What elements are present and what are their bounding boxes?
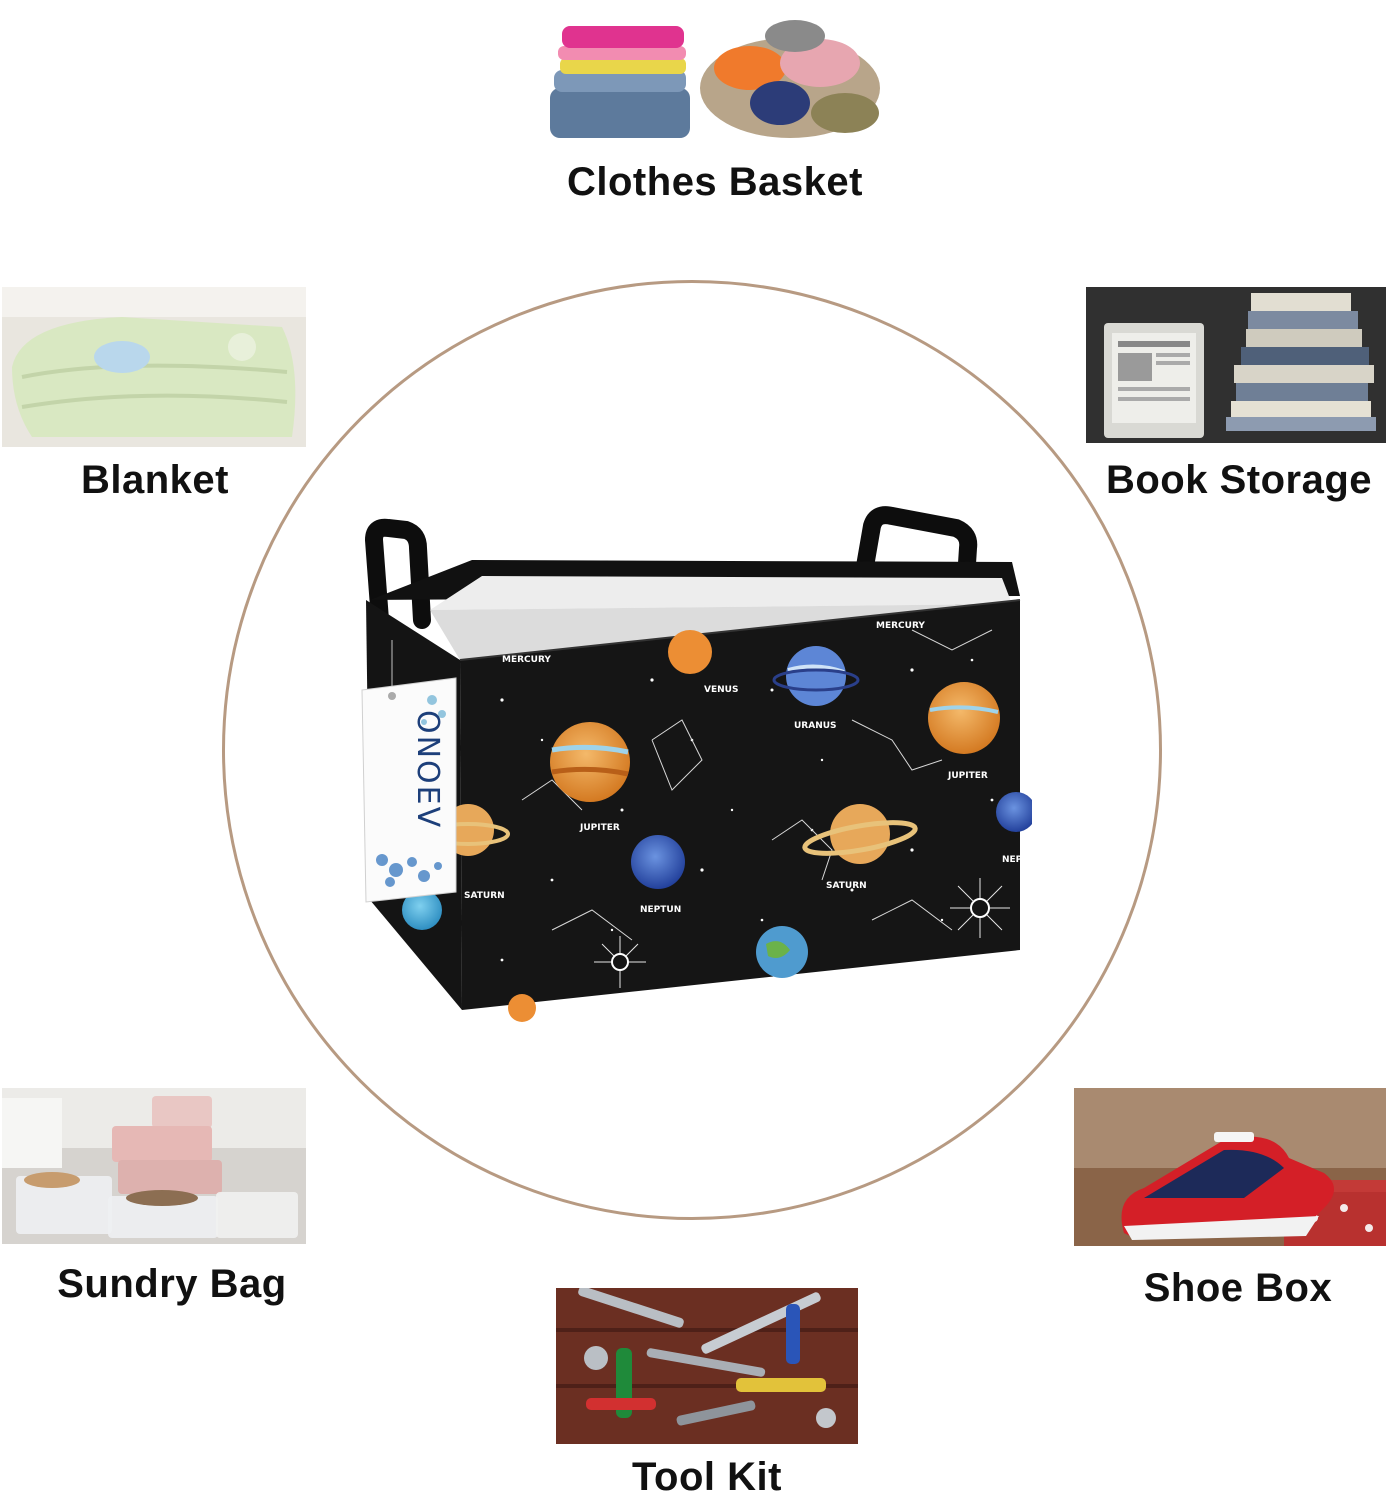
planet-label: URANUS bbox=[794, 721, 837, 731]
planet-label: VENUS bbox=[704, 685, 738, 695]
blanket-label: Blanket bbox=[81, 458, 229, 502]
clothes-basket-photo bbox=[540, 8, 888, 144]
planet-label: MERCURY bbox=[876, 621, 925, 631]
brand-tag-text: ONOEV bbox=[410, 710, 445, 829]
clothes-basket-label: Clothes Basket bbox=[567, 160, 863, 204]
planet-label: JUPITER bbox=[947, 771, 988, 781]
tool-kit-photo bbox=[556, 1288, 858, 1444]
shoe-box-photo bbox=[1074, 1088, 1386, 1246]
planet-label: SATURN bbox=[826, 881, 867, 891]
tool-kit-label: Tool Kit bbox=[632, 1455, 782, 1499]
planet-label: JUPITER bbox=[579, 823, 620, 833]
planet-label: NEPTUN bbox=[640, 905, 681, 915]
book-storage-photo bbox=[1086, 287, 1386, 443]
planet-label: NEPT bbox=[1002, 855, 1029, 865]
sundry-bag-photo bbox=[2, 1088, 306, 1244]
blanket-photo bbox=[2, 287, 306, 447]
planet-label: MERCURY bbox=[502, 655, 551, 665]
sundry-bag-label: Sundry Bag bbox=[57, 1262, 287, 1306]
product-ring bbox=[222, 280, 1162, 1220]
space-storage-basket: JUPITER JUPITER URANUS SATURN NEPTUN VEN… bbox=[352, 500, 1032, 1030]
book-storage-label: Book Storage bbox=[1105, 458, 1373, 502]
planet-label: SATURN bbox=[464, 891, 505, 901]
shoe-box-label: Shoe Box bbox=[1143, 1266, 1333, 1310]
